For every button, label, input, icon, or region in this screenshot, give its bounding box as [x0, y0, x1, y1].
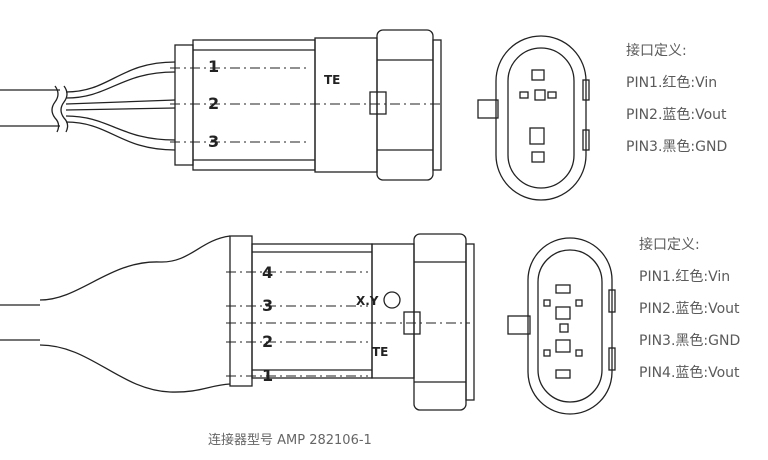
top-pin-number-2: 2 [208, 94, 219, 113]
top-legend-pin2: PIN2.蓝色:Vout [626, 107, 727, 123]
bottom-pin-legend: 接口定义: PIN1.红色:Vin PIN2.蓝色:Vout PIN3.黑色:G… [639, 229, 740, 389]
bottom-legend-pin3: PIN3.黑色:GND [639, 333, 741, 349]
bottom-legend-pin1: PIN1.红色:Vin [639, 269, 731, 285]
top-legend-pin1: PIN1.红色:Vin [626, 75, 718, 91]
top-connector-front-view [477, 35, 590, 201]
bottom-pin-number-4: 4 [262, 263, 273, 282]
top-logo: TE [324, 73, 340, 87]
bottom-pin-number-1: 1 [262, 366, 273, 385]
top-pin-number-3: 3 [208, 132, 219, 151]
bottom-logo: TE [372, 345, 388, 359]
bottom-mark: X.Y [356, 294, 379, 308]
bottom-connector-front-view [507, 237, 616, 415]
top-pin-legend: 接口定义: PIN1.红色:Vin PIN2.蓝色:Vout PIN3.黑色:G… [626, 35, 727, 163]
connector-model-caption: 连接器型号 AMP 282106-1 [208, 433, 372, 448]
top-legend-title: 接口定义: [626, 43, 687, 59]
bottom-pin-number-2: 2 [262, 332, 273, 351]
top-connector-side-view [0, 29, 442, 181]
top-legend-pin3: PIN3.黑色:GND [626, 139, 728, 155]
top-pin-number-1: 1 [208, 57, 219, 76]
bottom-legend-pin2: PIN2.蓝色:Vout [639, 301, 740, 317]
bottom-legend-title: 接口定义: [639, 237, 700, 253]
bottom-pin-number-3: 3 [262, 296, 273, 315]
bottom-connector-side-view [0, 233, 475, 411]
bottom-legend-pin4: PIN4.蓝色:Vout [639, 365, 740, 381]
